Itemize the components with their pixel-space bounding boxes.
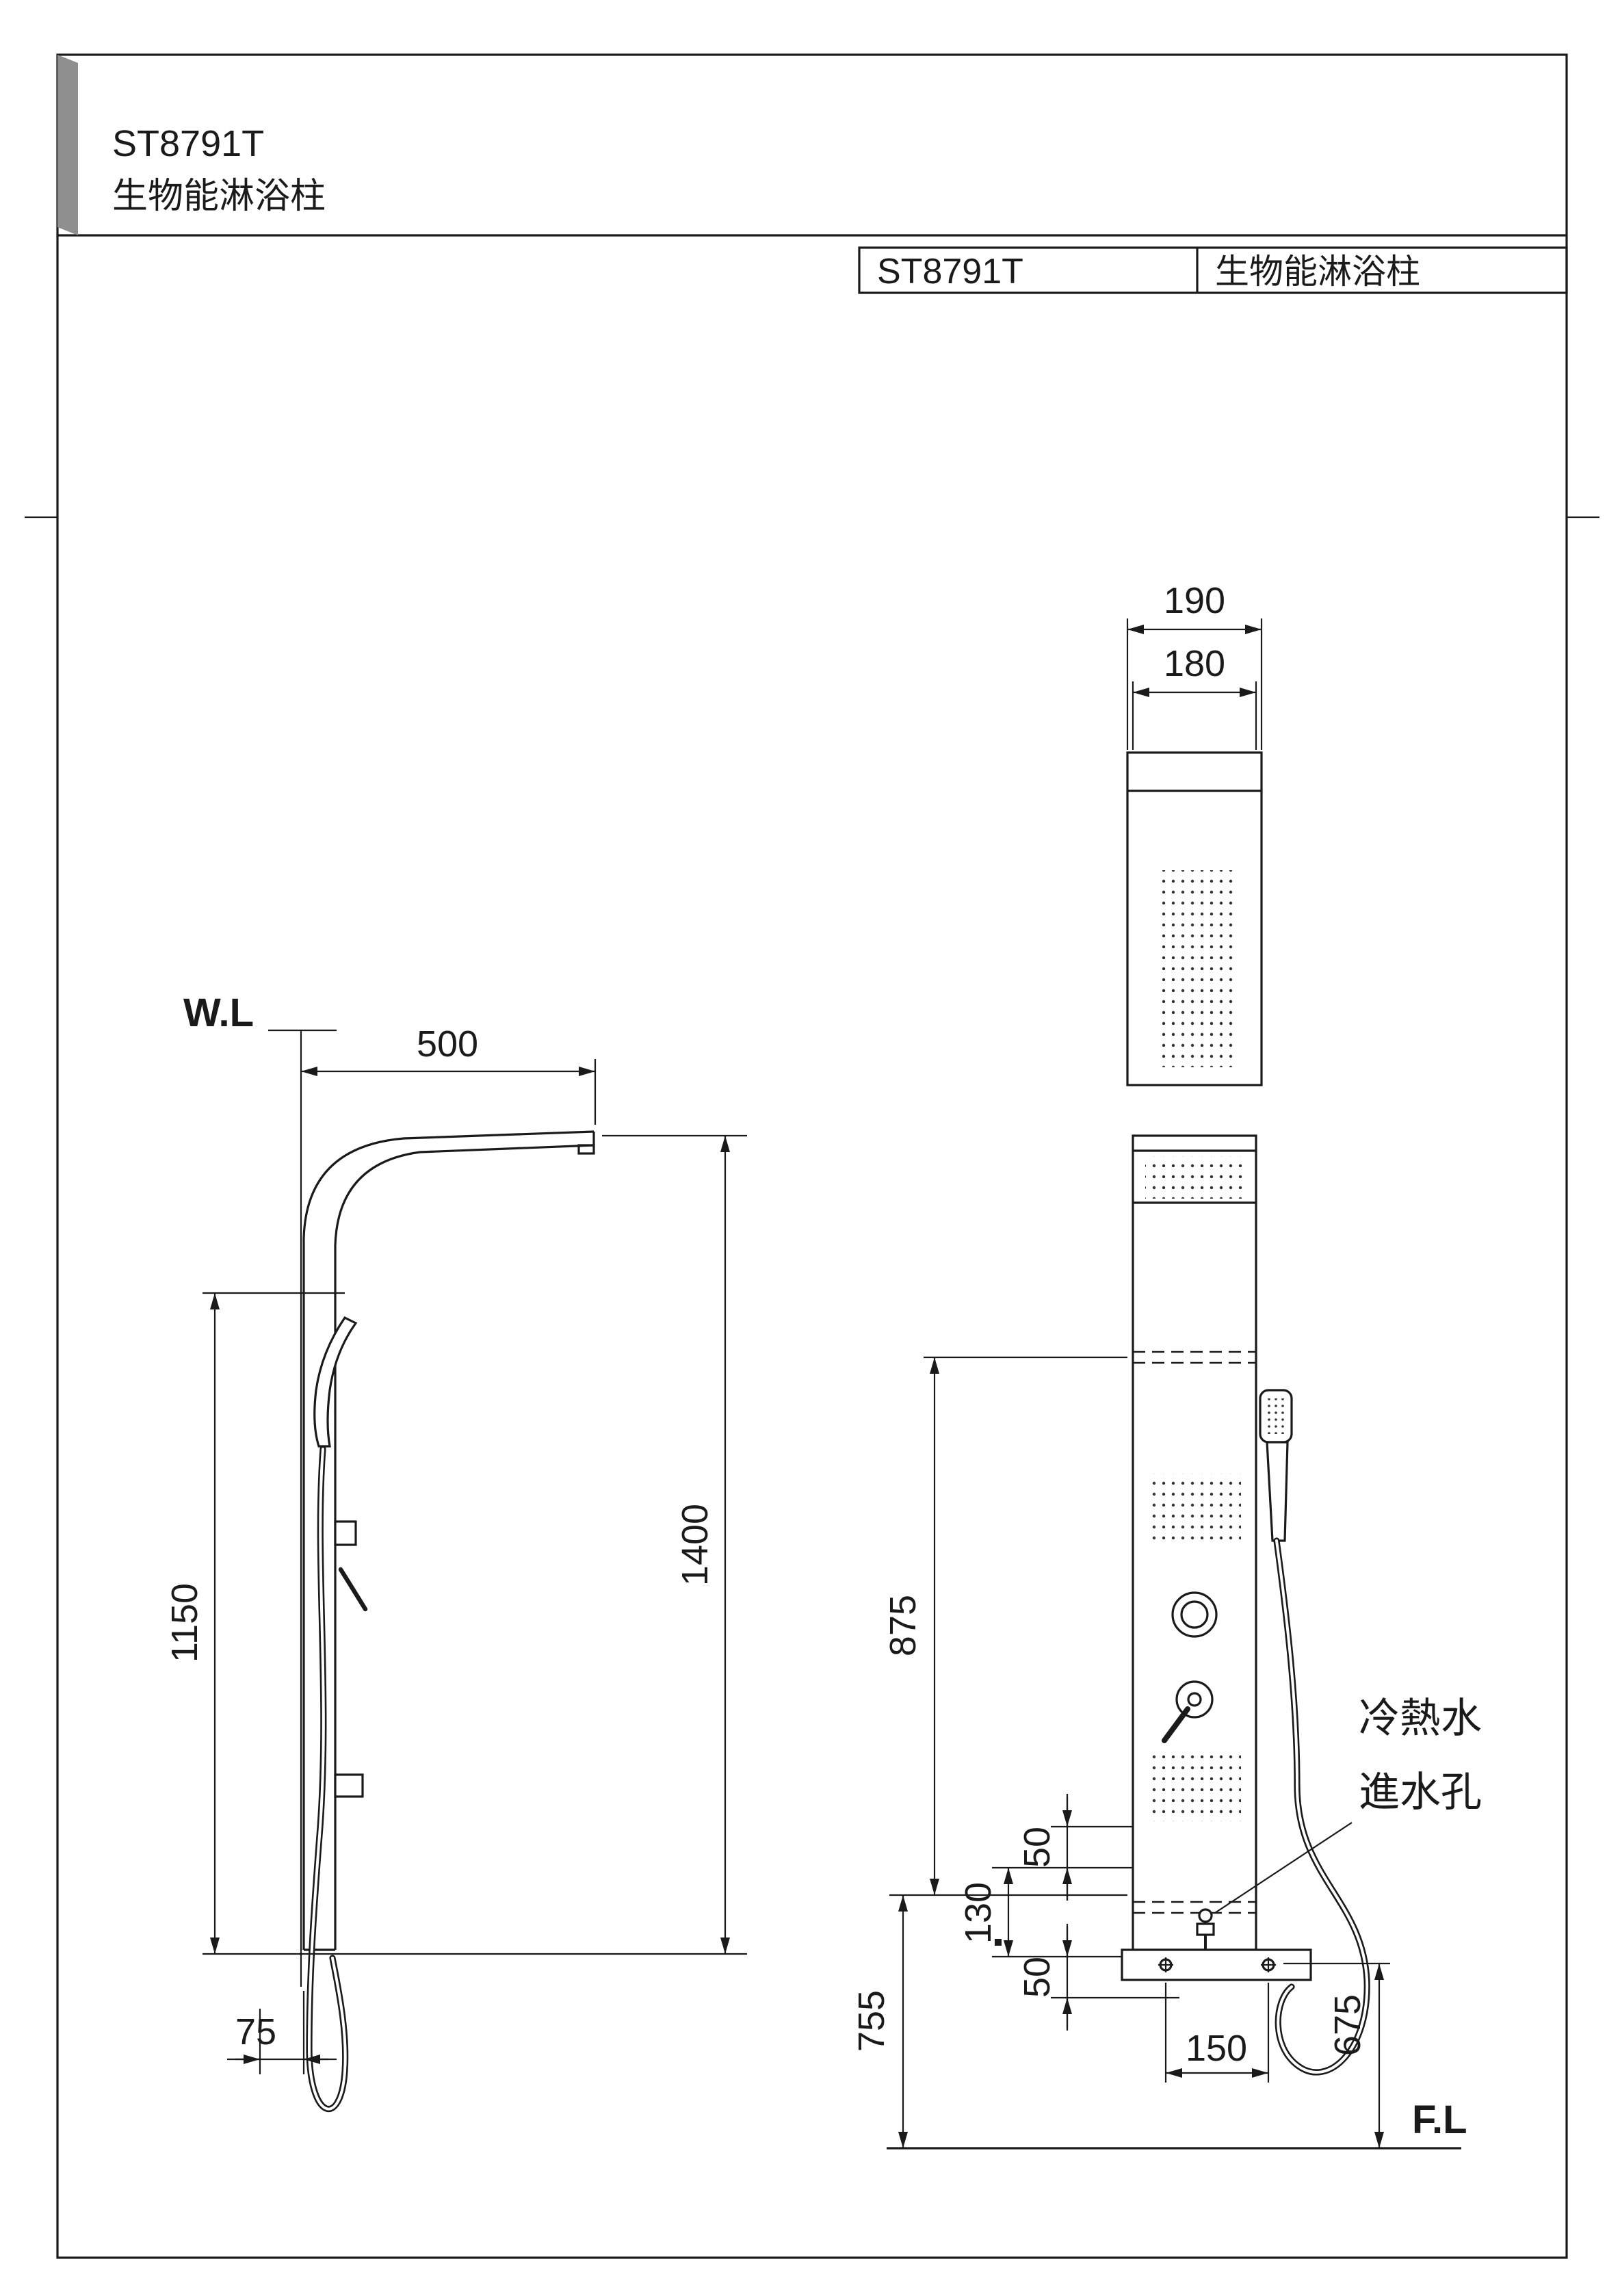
anchor-screw-right [1261, 1957, 1276, 1972]
inlet-annotation-line2: 進水孔 [1359, 1769, 1482, 1815]
dim-hose-height: 675 [1283, 1962, 1390, 2148]
dim-total-height-value: 1400 [675, 1504, 716, 1586]
header-table-product-name: 生物能淋浴柱 [1215, 252, 1420, 291]
waterfall-outlet [1145, 1156, 1244, 1199]
dim-upper-height: 875 [883, 1356, 1127, 1895]
shower-head-nozzle [577, 1144, 595, 1155]
dim-upper-height-value: 875 [883, 1595, 924, 1656]
wall-line [268, 1029, 337, 1987]
body-jet-upper [1148, 1474, 1241, 1545]
floor-line-label: F.L [1412, 2098, 1467, 2142]
base-plate [1121, 1948, 1312, 1981]
anchor-screw-left [1158, 1957, 1173, 1972]
water-inlet-valve-icon [1196, 1908, 1215, 1950]
dim-panel-height-value: 1150 [164, 1583, 205, 1662]
dim-lower-height: 755 [851, 1894, 1127, 2148]
overhead-shower-front [1126, 751, 1263, 1086]
tub-spout-side [334, 1773, 364, 1798]
dim-base-offset: 75 [227, 1991, 337, 2074]
mixer-knob [1162, 1680, 1214, 1743]
hand-shower-front [1259, 1389, 1293, 1542]
reference-point [995, 1939, 1002, 1946]
header-table-model: ST8791T [877, 252, 1023, 291]
hand-shower-spray-face [1266, 1398, 1285, 1434]
header-table [858, 246, 1568, 294]
mixer-knob-side [334, 1520, 368, 1612]
dim-top-width-outer-value: 190 [1164, 580, 1225, 621]
shower-column-front [1132, 1134, 1257, 1951]
body-jet-lower [1148, 1750, 1241, 1821]
corner-fold-mark [57, 55, 78, 235]
dim-offset-top: 50 [1017, 1794, 1133, 1901]
dim-lower-height-value: 755 [851, 1990, 892, 2052]
dim-top-width-inner: 180 [1132, 643, 1257, 750]
dim-top-width-outer: 190 [1126, 580, 1263, 750]
hose-front [1273, 1537, 1370, 2076]
title-model: ST8791T [112, 123, 264, 164]
dim-arm-reach: 500 [301, 1023, 597, 1125]
side-view: W.L 500 [164, 991, 747, 2113]
diverter-knob [1171, 1591, 1218, 1638]
dim-inlet-span-value: 130 [958, 1882, 999, 1944]
dim-panel-height: 1150 [164, 1292, 345, 1954]
shower-column-side [302, 1130, 595, 1951]
inlet-annotation-line1: 冷熱水 [1359, 1695, 1482, 1741]
overhead-spray-face [1156, 870, 1236, 1067]
dim-inlet-spacing-value: 150 [1186, 2028, 1247, 2069]
dim-top-width-inner-value: 180 [1164, 643, 1225, 684]
hose-side [306, 1446, 349, 2113]
dim-base-offset-value: 75 [235, 2011, 276, 2052]
dim-arm-reach-value: 500 [417, 1023, 478, 1065]
dim-inlet-span: 130 [958, 1866, 1133, 1958]
dim-offset-bottom-value: 50 [1017, 1957, 1058, 1998]
wall-line-label: W.L [183, 991, 254, 1035]
dim-inlet-spacing: 150 [1164, 1983, 1270, 2083]
sheet-frame [25, 53, 1599, 2259]
front-view: 190 180 [851, 580, 1482, 2150]
dim-offset-bottom: 50 [1017, 1924, 1179, 2031]
dim-total-height: 1400 [202, 1134, 747, 1955]
hand-shower-side [313, 1316, 358, 1448]
break-lines [1133, 1351, 1256, 1914]
title-product-name: 生物能淋浴柱 [112, 177, 326, 216]
annotation-leader-line [1214, 1822, 1353, 1914]
dim-offset-top-value: 50 [1017, 1827, 1058, 1868]
dim-hose-height-value: 675 [1327, 1994, 1368, 2056]
